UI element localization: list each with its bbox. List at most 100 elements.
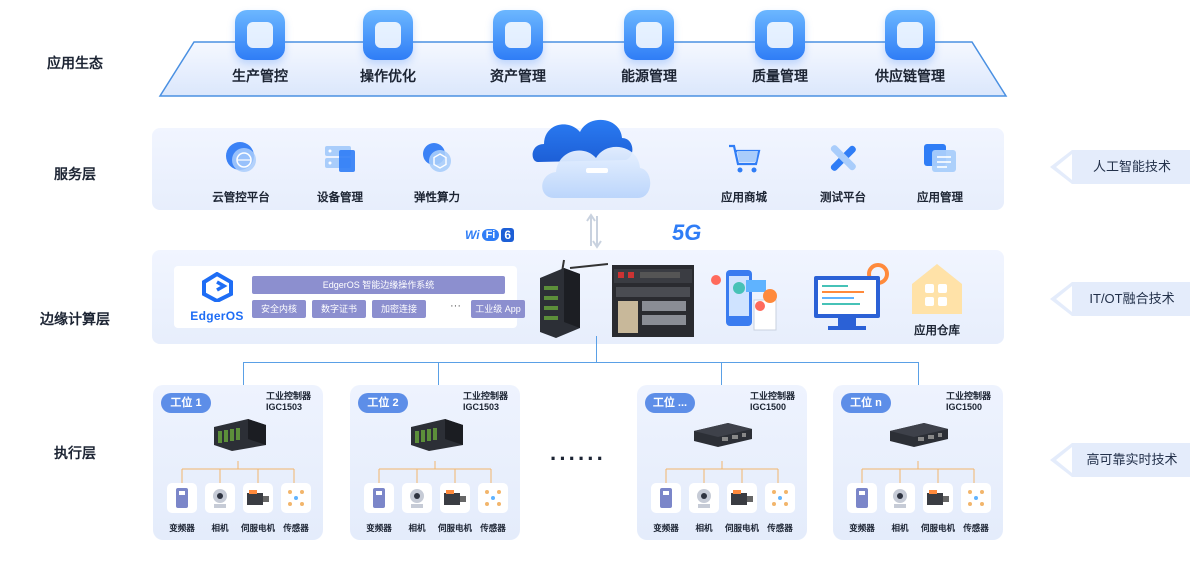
- cloud-icon: [532, 119, 651, 198]
- station-subdevice[interactable]: 变频器: [364, 483, 394, 534]
- layer-label-edge: 边缘计算层: [40, 311, 110, 327]
- eco-item-quality[interactable]: 质量管理: [735, 10, 825, 86]
- subdevice-label: 相机: [891, 523, 909, 533]
- servo-motor-icon: [727, 483, 757, 513]
- station-subdevice[interactable]: 伺服电机: [921, 483, 955, 534]
- side-arrow-shape: [1050, 443, 1190, 477]
- controller-rack-icon: [214, 419, 266, 451]
- station-subdevice[interactable]: 传感器: [765, 483, 795, 534]
- wrench-tools-icon: [830, 145, 856, 171]
- station-subdevice[interactable]: 相机: [885, 483, 915, 534]
- edgeos-chip-cert: 数字证书: [312, 300, 366, 318]
- 5g-label: 5G: [672, 220, 702, 245]
- connector-trunk: [596, 336, 597, 362]
- station-badge: 工位 1: [161, 393, 211, 413]
- stations-ellipsis: ······: [550, 446, 606, 471]
- camera-icon: [689, 483, 719, 513]
- svc-item-elastic-compute[interactable]: 弹性算力: [392, 140, 482, 205]
- eco-item-label: 能源管理: [621, 68, 677, 84]
- svc-item-label: 设备管理: [317, 192, 363, 204]
- station-subdevice[interactable]: 相机: [689, 483, 719, 534]
- station-subdevice[interactable]: 传感器: [281, 483, 311, 534]
- subdevice-label: 伺服电机: [437, 523, 472, 533]
- eco-item-production[interactable]: 生产管控: [215, 10, 305, 86]
- station-subdevice[interactable]: 传感器: [478, 483, 508, 534]
- subdevice-label: 变频器: [849, 523, 875, 533]
- eco-item-energy[interactable]: 能源管理: [604, 10, 694, 86]
- station-badge: 工位 n: [841, 393, 891, 413]
- device-tree-lines: [861, 461, 975, 483]
- edgeos-logo-text: EdgerOS: [190, 309, 244, 323]
- side-label-realtime: 高可靠实时技术: [1050, 441, 1190, 479]
- edge-server-device: [612, 265, 694, 337]
- subdevice-label: 相机: [408, 523, 426, 533]
- device-tree-lines: [181, 461, 295, 483]
- controller-rack-icon: [411, 419, 463, 451]
- svc-item-label: 应用商城: [721, 192, 767, 204]
- station-subdevice[interactable]: 相机: [402, 483, 432, 534]
- globe-icon: [226, 142, 256, 172]
- controller-title: 工业控制器: [945, 391, 991, 401]
- svc-item-device-mgmt[interactable]: 设备管理: [295, 140, 385, 205]
- eco-item-supply[interactable]: 供应链管理: [865, 10, 955, 86]
- subdevice-label: 变频器: [653, 523, 679, 533]
- station-subdevice[interactable]: 变频器: [651, 483, 681, 534]
- wifi-label: Wi: [465, 228, 480, 242]
- station-subdevice[interactable]: 伺服电机: [241, 483, 275, 534]
- subdevice-label: 变频器: [366, 523, 392, 533]
- app-warehouse-label: 应用仓库: [914, 325, 960, 337]
- monitor-code-icon: [814, 263, 889, 330]
- inverter-icon: [167, 483, 197, 513]
- side-label-text: 人工智能技术: [1092, 159, 1171, 174]
- station-subdevice[interactable]: 相机: [205, 483, 235, 534]
- robot-arm-icon: [235, 10, 285, 60]
- mobile-app-icon: [711, 270, 777, 331]
- edgeos-chip-app: 工业级 App: [471, 300, 525, 318]
- station-subdevice[interactable]: 变频器: [847, 483, 877, 534]
- device-tree-lines: [378, 461, 492, 483]
- station-subdevice[interactable]: 伺服电机: [725, 483, 759, 534]
- side-arrow-shape: [1050, 282, 1190, 316]
- station-subdevice[interactable]: 伺服电机: [438, 483, 472, 534]
- controller-title: 工业控制器: [462, 391, 508, 401]
- edge-gateway-device: [540, 259, 608, 338]
- edgeos-title: EdgerOS 智能边缘操作系统: [252, 276, 505, 294]
- subdevice-label: 伺服电机: [240, 523, 275, 533]
- subdevice-label: 传感器: [283, 523, 309, 533]
- svc-item-app-mgmt[interactable]: 应用管理: [895, 140, 985, 205]
- station-badge: 工位 ...: [645, 393, 695, 413]
- sensor-icon: [765, 483, 795, 513]
- svc-item-test-platform[interactable]: 测试平台: [798, 140, 888, 205]
- device-tree-lines: [665, 461, 779, 483]
- side-label-ai: 人工智能技术: [1050, 148, 1190, 186]
- subdevice-label: 传感器: [767, 523, 793, 533]
- edgeos-chip-kernel: 安全内核: [252, 300, 306, 318]
- eco-item-label: 质量管理: [752, 68, 808, 84]
- inverter-icon: [847, 483, 877, 513]
- side-label-text: IT/OT融合技术: [1089, 291, 1175, 306]
- svc-item-app-store[interactable]: 应用商城: [699, 140, 789, 205]
- svc-item-cloud-platform[interactable]: 云管控平台: [196, 140, 286, 205]
- eco-item-operation[interactable]: 操作优化: [343, 10, 433, 86]
- eco-item-label: 资产管理: [490, 68, 546, 84]
- bidirectional-arrow-icon: [586, 213, 602, 249]
- eco-item-asset[interactable]: 资产管理: [473, 10, 563, 86]
- connector-bus: [243, 362, 919, 363]
- inverter-icon: [364, 483, 394, 513]
- station-subdevice[interactable]: 传感器: [961, 483, 991, 534]
- subdevice-label: 相机: [211, 523, 229, 533]
- inverter-icon: [651, 483, 681, 513]
- energy-house-icon: [624, 10, 674, 60]
- controller-model: IGC1503: [462, 402, 500, 412]
- side-arrow-shape: [1050, 150, 1190, 184]
- station-subdevice[interactable]: 变频器: [167, 483, 197, 534]
- subdevice-label: 相机: [695, 523, 713, 533]
- edgeos-chip-encrypt: 加密连接: [372, 300, 426, 318]
- station-badge: 工位 2: [358, 393, 408, 413]
